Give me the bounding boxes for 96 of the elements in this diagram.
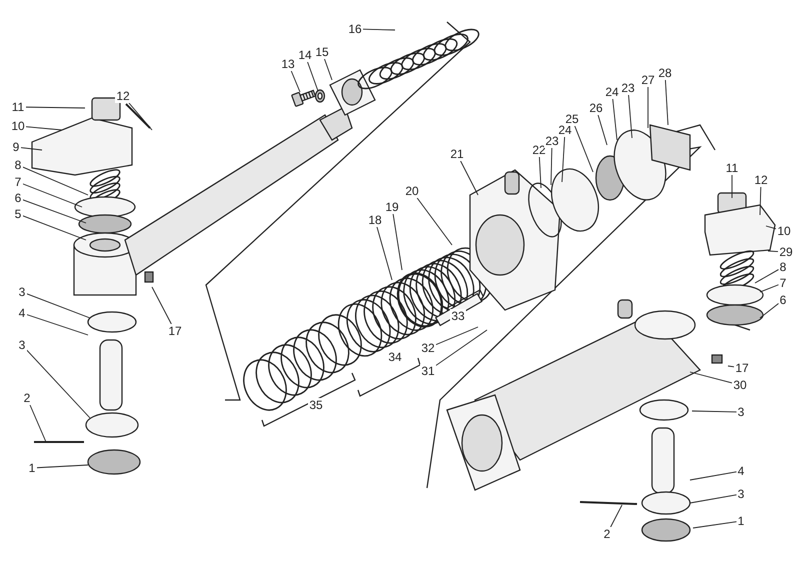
callout-number: 3 [18, 338, 26, 352]
callout-number: 7 [14, 175, 22, 189]
callout-number: 20 [404, 184, 420, 198]
leader-line [22, 199, 86, 224]
leader-line [690, 494, 737, 504]
callout-number: 17 [167, 324, 183, 338]
callout-number: 19 [384, 200, 400, 214]
leader-line [20, 147, 42, 150]
callout-number: 18 [367, 213, 383, 227]
leader-line [26, 349, 90, 418]
leader-line [598, 114, 608, 146]
callout-number: 35 [308, 398, 324, 412]
leader-line [26, 126, 62, 130]
leader-line [690, 471, 737, 480]
callout-number: 8 [778, 260, 788, 274]
leader-line [460, 160, 478, 196]
callout-number: 10 [776, 224, 792, 238]
callout-number: 22 [531, 143, 547, 157]
leader-line [324, 58, 332, 80]
leader-line [26, 314, 88, 336]
callout-number: 7 [778, 276, 788, 290]
leader-line [728, 366, 734, 368]
leader-line [550, 148, 552, 186]
callout-number: 6 [14, 191, 22, 205]
callout-number: 24 [604, 85, 620, 99]
leader-line [36, 464, 88, 468]
callout-number: 30 [732, 378, 748, 392]
leader-line [768, 250, 778, 252]
leader-line [692, 521, 737, 528]
callout-number: 2 [22, 391, 32, 405]
leader-line [760, 186, 762, 216]
leader-line [690, 372, 732, 384]
callout-number: 17 [734, 361, 750, 375]
callout-number: 10 [10, 119, 26, 133]
callout-number: 2 [602, 527, 612, 541]
callout-number: 1 [736, 514, 746, 528]
callout-number: 1 [28, 461, 36, 475]
callout-number: 5 [14, 207, 22, 221]
callout-number: 3 [18, 285, 26, 299]
callout-number: 26 [588, 101, 604, 115]
leader-line [754, 269, 779, 284]
callout-number: 28 [657, 66, 673, 80]
leader-line [22, 215, 86, 240]
callout-number: 9 [12, 140, 20, 154]
leader-line [307, 62, 318, 92]
callout-number: 16 [347, 22, 363, 36]
callout-number: 21 [449, 147, 465, 161]
bolt-drawing [291, 90, 316, 107]
callout-number: 23 [544, 134, 560, 148]
callout-number: 25 [564, 112, 580, 126]
leader-line [538, 156, 542, 188]
callout-number: 32 [420, 341, 436, 355]
callout-number: 4 [736, 464, 746, 478]
callout-number: 11 [10, 100, 26, 114]
leader-line [436, 330, 488, 366]
leader-line [574, 126, 594, 172]
leader-line [392, 214, 402, 270]
leader-line [766, 226, 776, 230]
callout-number: 27 [640, 73, 656, 87]
leader-line [628, 94, 632, 138]
leader-line [692, 410, 737, 412]
leader-line [376, 226, 392, 280]
callout-number: 14 [297, 48, 313, 62]
leader-line [152, 286, 172, 324]
leader-line [436, 326, 478, 346]
leader-line [290, 70, 300, 92]
washer-drawing [314, 89, 326, 103]
leader-line [760, 284, 779, 292]
callout-number: 12 [115, 89, 131, 103]
leader-line [664, 80, 668, 126]
leader-line [22, 183, 82, 208]
leader-line [562, 136, 566, 182]
callout-number: 34 [387, 350, 403, 364]
callout-number: 8 [14, 158, 22, 172]
callout-number: 15 [314, 45, 330, 59]
leader-line [30, 404, 46, 442]
leader-line [26, 106, 86, 108]
callout-number: 29 [778, 245, 794, 259]
callout-number: 3 [736, 487, 746, 501]
callout-number: 23 [620, 81, 636, 95]
leader-line [612, 98, 618, 140]
leader-line [128, 102, 152, 130]
callout-number: 11 [724, 161, 740, 175]
leader-line [416, 198, 452, 246]
leader-line [26, 293, 90, 318]
leader-line [760, 303, 779, 318]
callout-number: 31 [420, 364, 436, 378]
leader-line [610, 504, 622, 528]
callout-number: 33 [450, 309, 466, 323]
leader-line [362, 28, 396, 30]
callout-number: 4 [18, 306, 26, 320]
callout-number: 13 [280, 57, 296, 71]
leader-line [22, 166, 88, 196]
callout-number: 3 [736, 405, 746, 419]
callout-number: 12 [753, 173, 769, 187]
callout-number: 6 [778, 293, 788, 307]
